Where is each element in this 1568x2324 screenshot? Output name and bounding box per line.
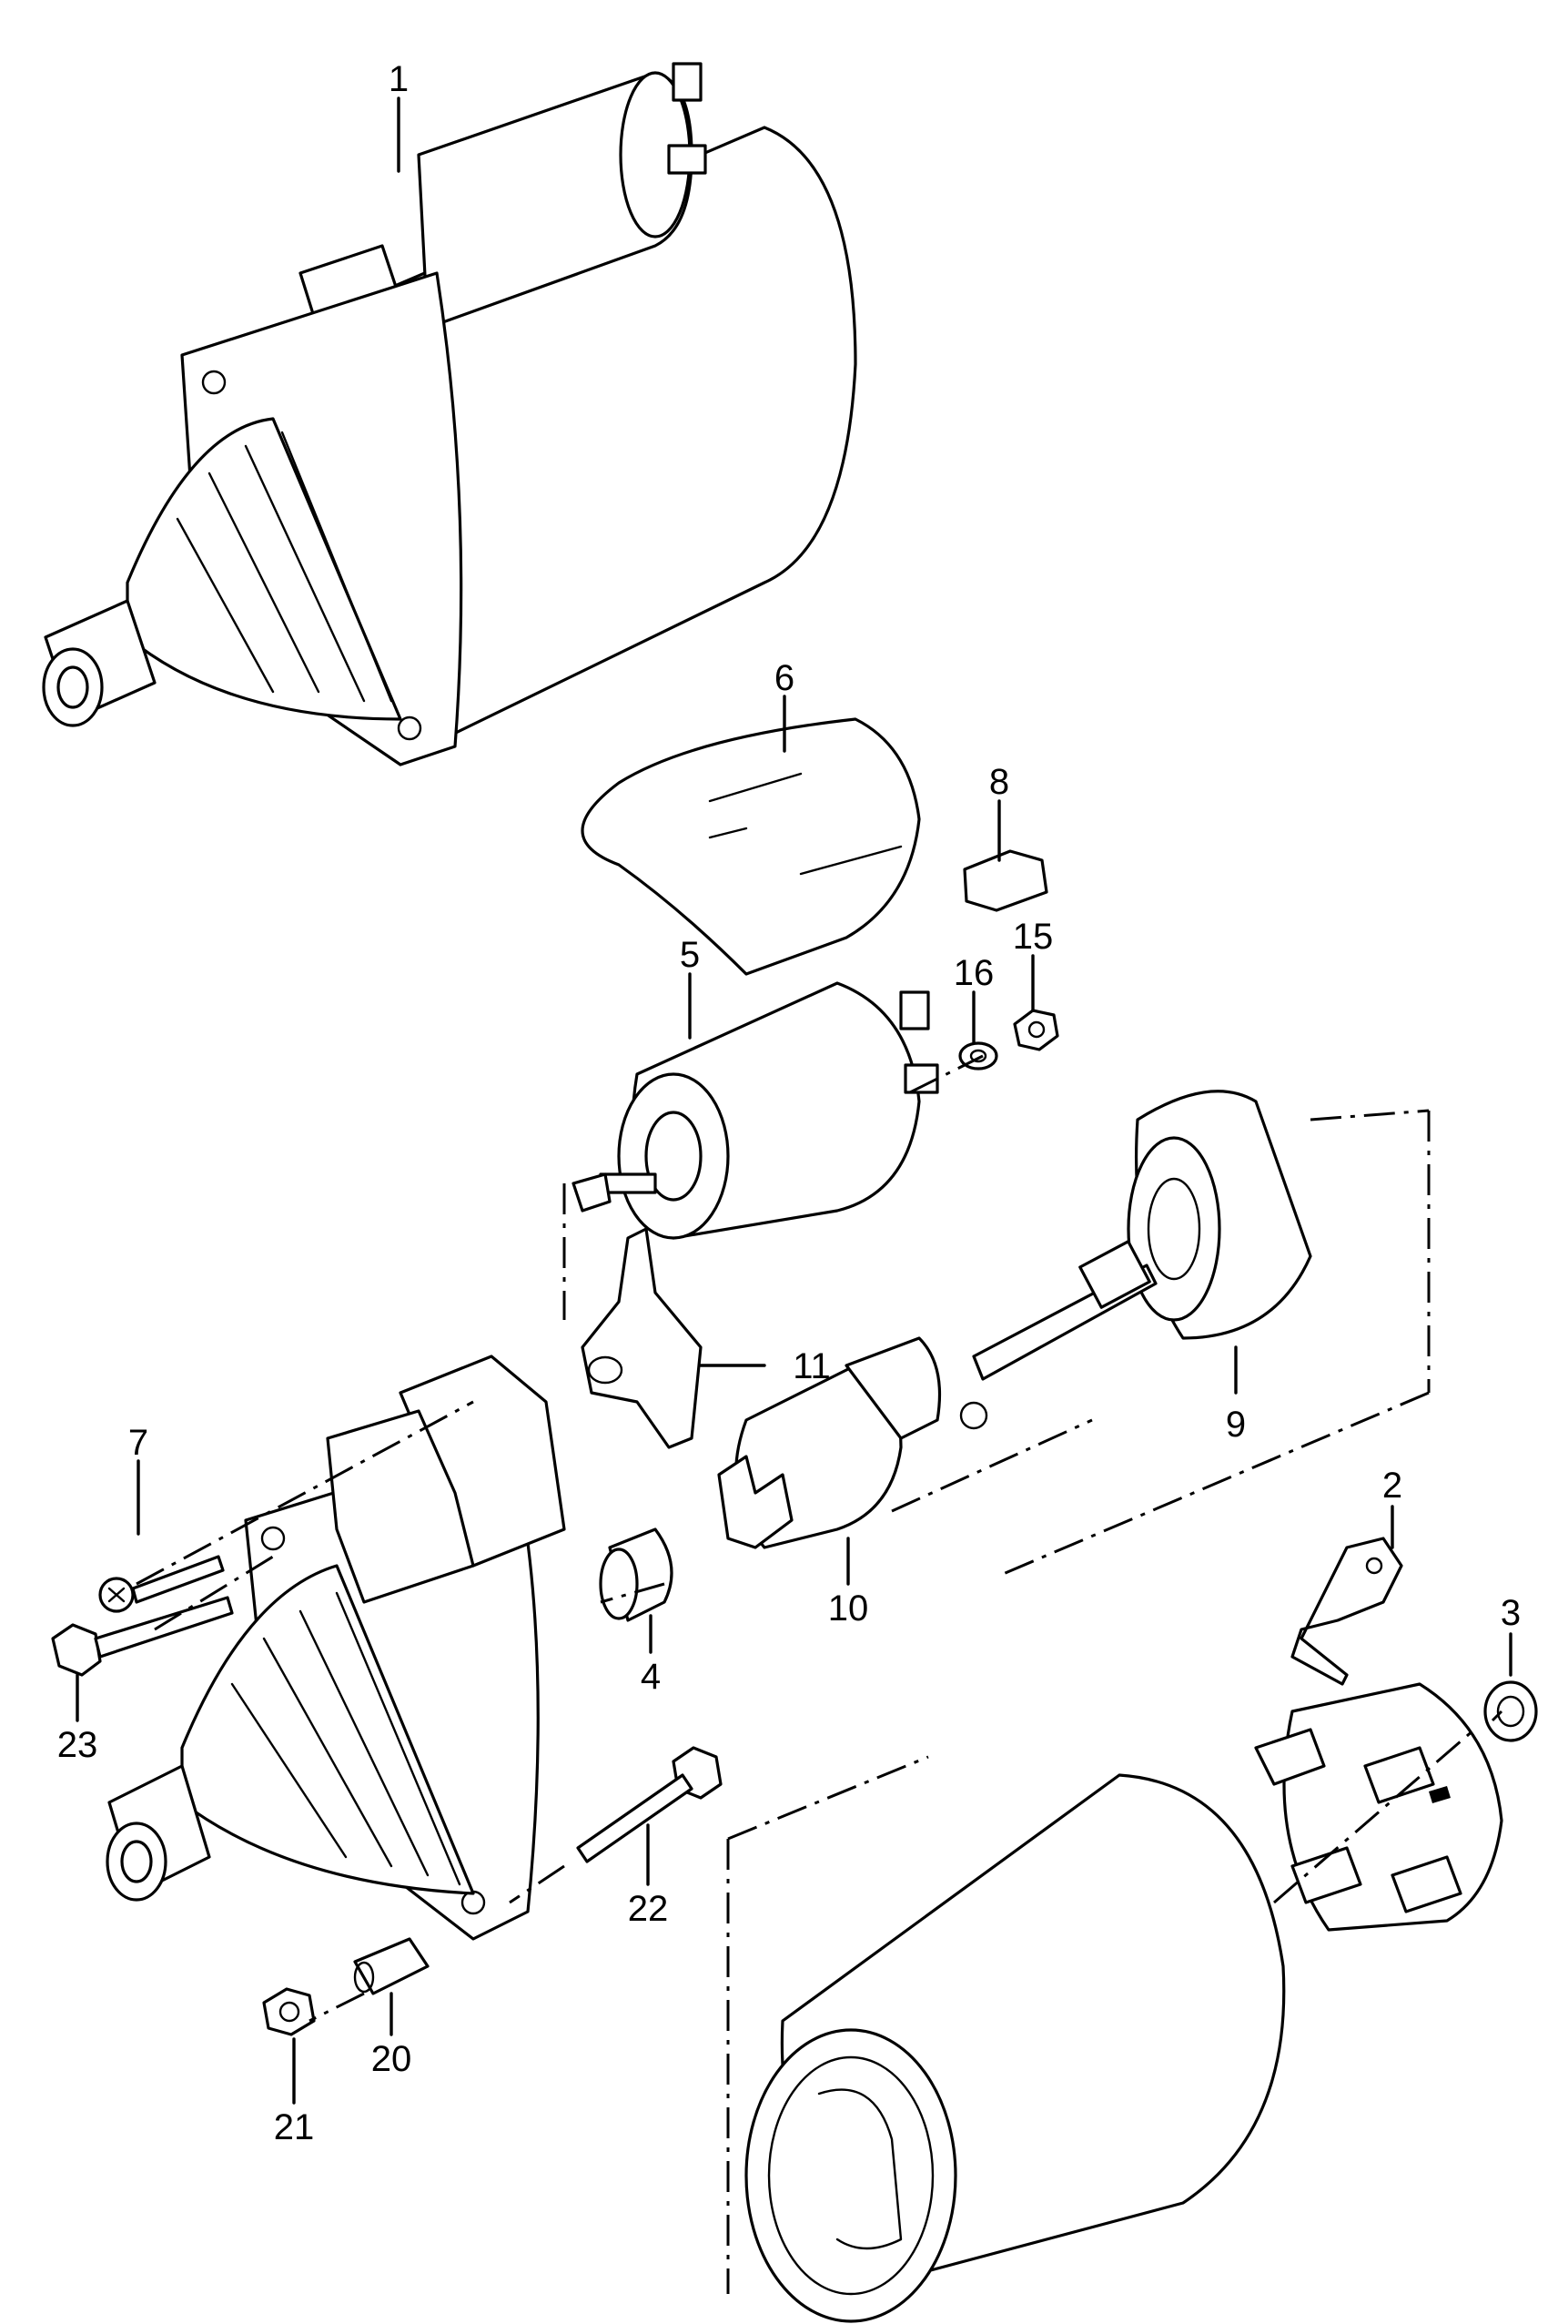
starter-motor-assembly	[42, 62, 857, 766]
solenoid-cover-sleeve	[581, 717, 921, 976]
callout-5: 5	[680, 935, 700, 975]
drive-end-bracket	[106, 1355, 566, 1941]
assembly-reference-lines	[136, 1054, 1503, 2294]
hex-nut	[1013, 1009, 1059, 1051]
bushing	[599, 1527, 673, 1622]
flange-nut	[262, 1987, 316, 2036]
stator-housing	[744, 1773, 1286, 2323]
pinion-freewheel	[717, 1336, 988, 1549]
callout-16: 16	[954, 953, 995, 993]
armature-drive-end	[972, 1090, 1312, 1381]
retaining-clip	[963, 849, 1048, 912]
callout-21: 21	[274, 2107, 315, 2147]
callout-9: 9	[1226, 1405, 1246, 1445]
end-bushing	[1483, 1680, 1538, 1742]
callout-1: 1	[389, 59, 409, 99]
callout-2: 2	[1382, 1466, 1402, 1506]
engaging-lever	[581, 1227, 703, 1449]
callout-3: 3	[1501, 1593, 1521, 1633]
hex-bolt-short	[576, 1746, 723, 1863]
hex-bolt-long	[51, 1596, 234, 1677]
spacer-sleeve	[353, 1937, 430, 1995]
callout-10: 10	[828, 1588, 869, 1629]
callout-4: 4	[641, 1657, 661, 1697]
callout-20: 20	[371, 2039, 412, 2079]
callout-22: 22	[628, 1889, 669, 1929]
callout-labels: 1 2 3 4 5 6 7 8 9 10 11 15 16 20 21 22 2…	[57, 59, 1521, 2147]
brush-plate	[1254, 1682, 1503, 1932]
callout-7: 7	[128, 1423, 148, 1463]
callout-23: 23	[57, 1725, 98, 1765]
brush-holder-bracket	[1290, 1537, 1403, 1686]
fillister-screw	[98, 1555, 225, 1613]
leader-lines	[76, 96, 1512, 2105]
callout-6: 6	[774, 658, 794, 698]
callout-11: 11	[793, 1346, 831, 1386]
callout-15: 15	[1013, 917, 1054, 957]
callout-8: 8	[989, 762, 1009, 802]
solenoid-switch	[572, 981, 939, 1240]
